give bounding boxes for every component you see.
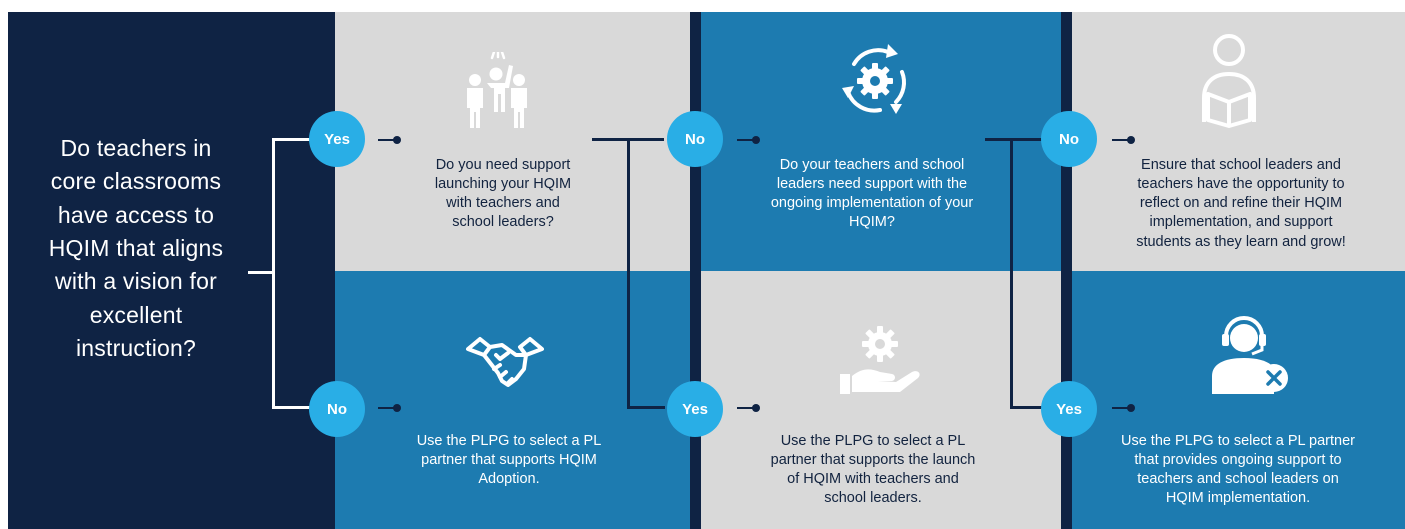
connector-line [627,406,665,409]
gear-in-hand-icon [840,326,920,394]
connector-line [985,138,1042,141]
column2-bottom-text: Use the PLPG to select a PL partner that… [770,433,976,507]
no-badge: No [667,111,723,167]
column2-top-text: Do your teachers and school leaders need… [770,157,974,231]
connector-stub [737,404,760,412]
column3-bottom-text: Use the PLPG to select a PL partner that… [1120,433,1355,507]
column2-bottom-panel [701,271,1061,529]
yes-badge: Yes [667,381,723,437]
connector-line [1010,406,1042,409]
connector-line [272,138,275,409]
connector-stub [378,404,401,412]
connector-line [1010,138,1013,409]
connector-line [248,271,274,274]
connector-stub [378,136,401,144]
connector-line [272,406,314,409]
question-panel [8,12,335,529]
reading-person-icon [1202,34,1256,128]
column3-top-text: Ensure that school leaders and teachers … [1136,157,1346,250]
main-question: Do teachers in core classrooms have acce… [48,135,224,362]
no-badge: No [1041,111,1097,167]
support-agent-icon [1212,316,1288,394]
column-divider [1061,12,1072,529]
people-raising-hand-icon [467,52,527,128]
gear-cycle-icon [842,44,906,114]
yes-badge: Yes [309,111,365,167]
no-badge: No [309,381,365,437]
yes-badge: Yes [1041,381,1097,437]
column1-bottom-panel [335,271,690,529]
handshake-icon [466,337,544,387]
column-divider [690,12,701,529]
column1-bottom-text: Use the PLPG to select a PL partner that… [416,433,602,488]
connector-stub [737,136,760,144]
column3-bottom-panel [1072,271,1405,529]
connector-stub [1112,404,1135,412]
column2-top-panel [701,12,1061,271]
connector-stub [1112,136,1135,144]
connector-line [272,138,314,141]
connector-line [627,138,630,409]
column1-top-text: Do you need support launching your HQIM … [434,157,572,231]
